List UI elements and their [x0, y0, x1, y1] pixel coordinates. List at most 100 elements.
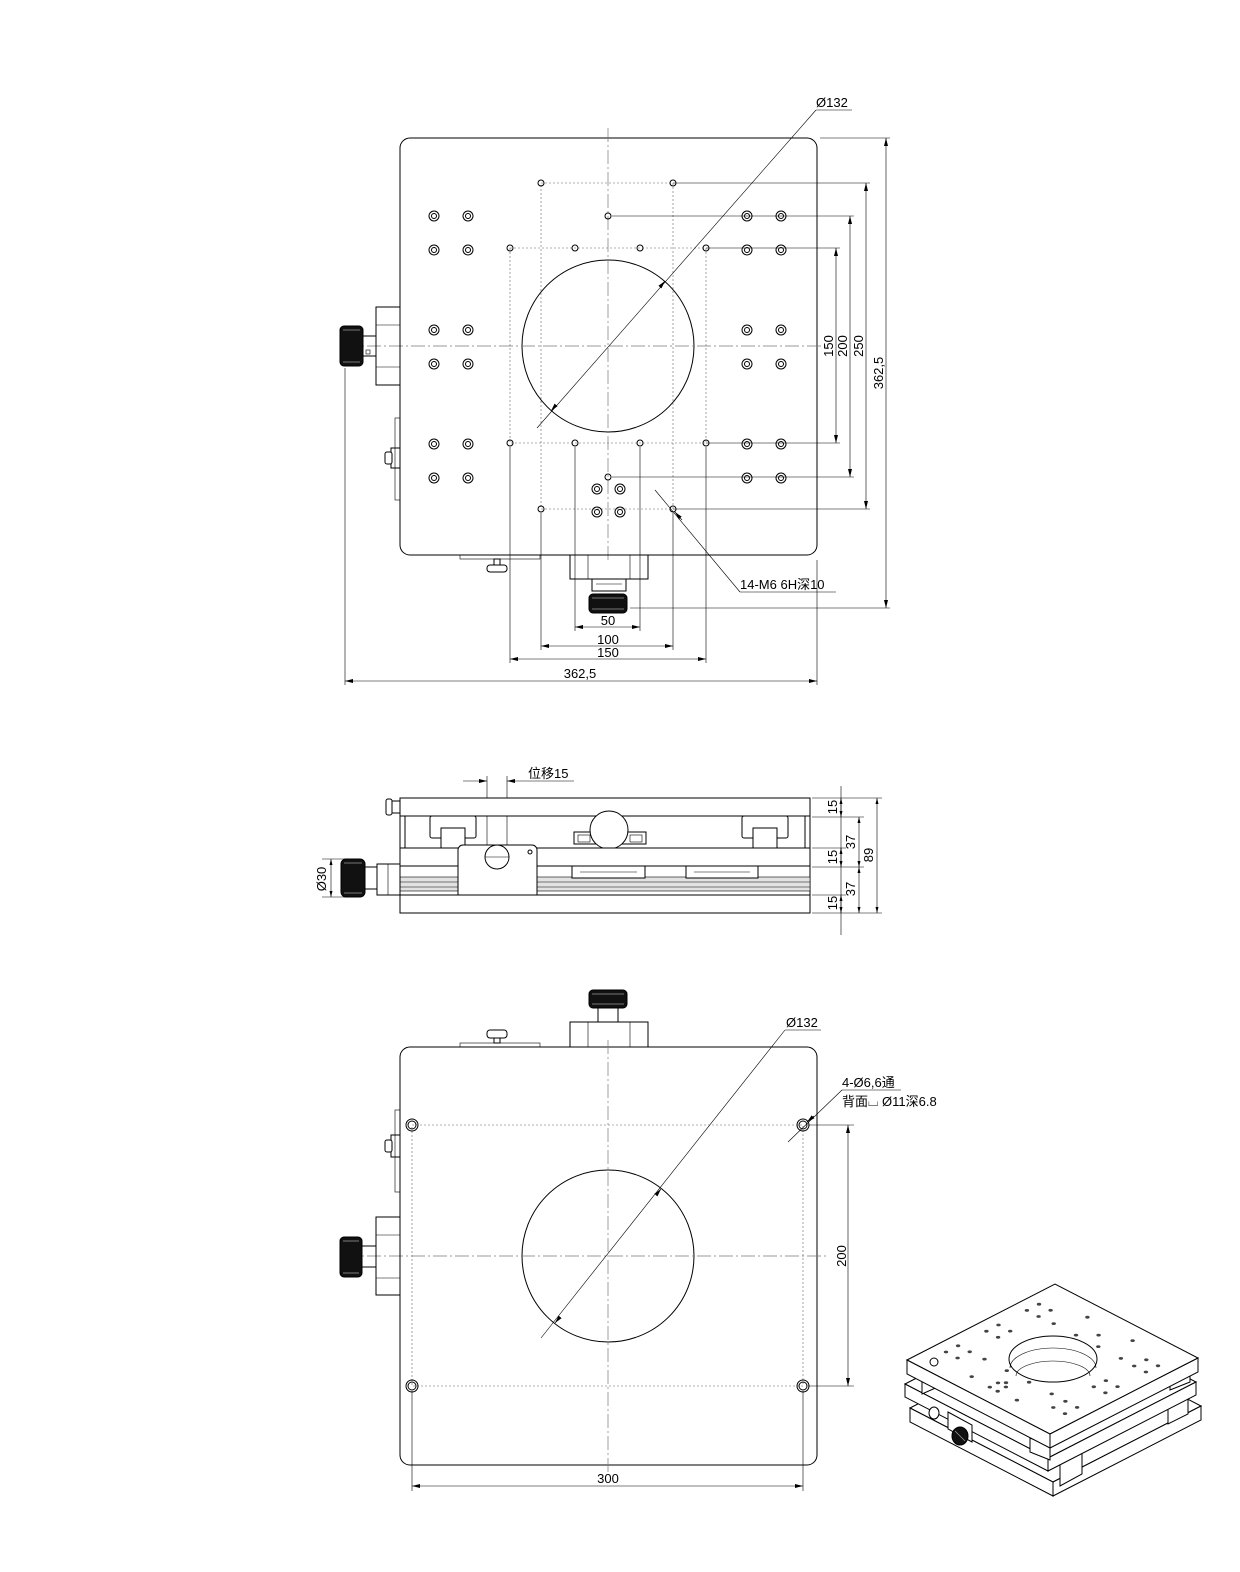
counterbored-hole — [462, 472, 474, 484]
iso-hole — [1103, 1391, 1108, 1395]
center-counterbored-hole-edge — [614, 506, 626, 518]
counterbored-hole-edge — [778, 247, 784, 253]
y-micrometer-knob — [569, 989, 649, 1048]
iso-hole — [995, 1335, 1001, 1339]
knob-grip — [588, 593, 628, 614]
counterbored-hole-edge — [778, 213, 784, 219]
counterbored-hole-edge — [431, 213, 437, 219]
counterbored-hole-edge — [465, 327, 471, 333]
counterbored-hole — [741, 210, 753, 222]
dim-top-plate: 15 — [825, 800, 840, 814]
dim-200-vertical: 200 — [834, 1245, 849, 1267]
center-counterbored-hole — [614, 506, 626, 518]
upper-guide-section — [399, 810, 811, 850]
iso-hole — [982, 1357, 987, 1361]
y-micrometer-knob — [569, 554, 649, 614]
counterbored-hole-edge — [744, 327, 750, 333]
counterbored-hole — [775, 472, 787, 484]
counterbored-hole-edge — [431, 361, 437, 367]
iso-hole — [1051, 1406, 1056, 1409]
center-counterbored-hole-edge — [594, 509, 600, 515]
counterbored-hole-edge — [431, 247, 437, 253]
dim-150-vertical: 150 — [821, 335, 836, 357]
m6-threaded-hole — [571, 244, 579, 252]
iso-hole — [1144, 1358, 1149, 1362]
iso-hole — [1062, 1412, 1068, 1415]
bore-diameter-leader: Ø132 — [536, 95, 852, 429]
counterbored-hole-edge — [778, 475, 784, 481]
counterbored-hole — [775, 438, 787, 450]
counterbored-hole-edge — [462, 358, 474, 370]
counterbored-hole-edge — [428, 472, 440, 484]
m6-threaded-hole — [506, 244, 514, 252]
iso-hole — [1096, 1345, 1101, 1348]
m6-threaded-hole-edge — [506, 439, 514, 447]
counterbored-hole-edge — [431, 327, 437, 333]
iso-hole — [1118, 1357, 1124, 1360]
iso-hole — [1063, 1399, 1068, 1403]
iso-hole — [1014, 1398, 1020, 1402]
through-hole-edge — [405, 1118, 419, 1132]
counterbored-hole-edge — [462, 210, 474, 222]
dim-lower-stage: 37 — [843, 882, 858, 896]
dim-200-vertical: 200 — [835, 335, 850, 357]
through-hole-edge — [407, 1120, 417, 1130]
iso-hole — [1008, 1329, 1013, 1333]
counterbored-hole-edge — [465, 475, 471, 481]
guide-rail-right — [752, 827, 778, 849]
iso-hole — [1103, 1379, 1109, 1382]
counterbored-hole — [428, 472, 440, 484]
counterbored-hole — [428, 210, 440, 222]
m6-threaded-hole — [604, 212, 612, 220]
counterbored-hole-edge — [462, 324, 474, 336]
center-counterbored-hole-edge — [614, 483, 626, 495]
counterbored-hole-edge — [462, 472, 474, 484]
counterbored-hole-edge — [778, 441, 784, 447]
counterbored-hole-edge — [431, 441, 437, 447]
counterbored-hole — [775, 244, 787, 256]
bore-diameter-label: Ø132 — [786, 1015, 818, 1030]
center-counterbored-hole — [614, 483, 626, 495]
counterbored-hole-edge — [431, 475, 437, 481]
lead-screw-nut — [589, 810, 629, 850]
mounting-hole-pattern — [411, 1124, 804, 1387]
m6-threaded-hole-edge — [537, 179, 545, 187]
m6-threaded-hole-edge — [669, 179, 677, 187]
knob-diameter-label: Ø30 — [314, 867, 329, 892]
dim-50-horizontal: 50 — [601, 613, 615, 628]
counterbored-hole — [428, 244, 440, 256]
m6-threaded-hole-edge — [604, 212, 612, 220]
counterbored-hole — [462, 358, 474, 370]
m6-threaded-hole-edge — [702, 244, 710, 252]
counterbored-hole-edge — [775, 438, 787, 450]
bore-diameter-label: Ø132 — [816, 95, 848, 110]
through-hole-edge — [407, 1381, 417, 1391]
iso-hole — [1096, 1333, 1101, 1337]
m6-threaded-hole — [571, 439, 579, 447]
counterbored-hole-edge — [741, 210, 753, 222]
iso-hole — [1048, 1308, 1053, 1312]
height-dimensions: 15 37 15 89 37 15 — [812, 786, 882, 935]
right-extension-lines — [612, 137, 890, 609]
m6-threaded-hole — [537, 179, 545, 187]
dim-150-horizontal: 150 — [597, 645, 619, 660]
iso-hole — [1036, 1302, 1042, 1306]
center-counterbored-hole-edge — [591, 483, 603, 495]
m6-threaded-hole-edge — [506, 244, 514, 252]
iso-hole — [987, 1385, 992, 1389]
hole-note-leader: 4-Ø6,6通 背面⌴ Ø11深6.8 — [787, 1075, 937, 1143]
knob-diameter-dimension: Ø30 — [314, 858, 352, 898]
iso-hole — [943, 1350, 949, 1354]
m6-threaded-hole-edge — [636, 439, 644, 447]
bottom-view: Ø132 4-Ø6,6通 背面⌴ Ø11深6.8 200 300 — [339, 989, 937, 1491]
counterbored-hole-edge — [744, 475, 750, 481]
m6-threaded-hole-edge — [702, 439, 710, 447]
iso-hole — [1003, 1381, 1009, 1385]
iso-hole — [1143, 1370, 1149, 1374]
iso-micrometer-knob — [947, 1411, 973, 1446]
iso-hole — [1074, 1406, 1080, 1409]
iso-hole — [1155, 1364, 1161, 1368]
through-hole — [405, 1118, 419, 1132]
iso-hole — [1115, 1385, 1120, 1388]
